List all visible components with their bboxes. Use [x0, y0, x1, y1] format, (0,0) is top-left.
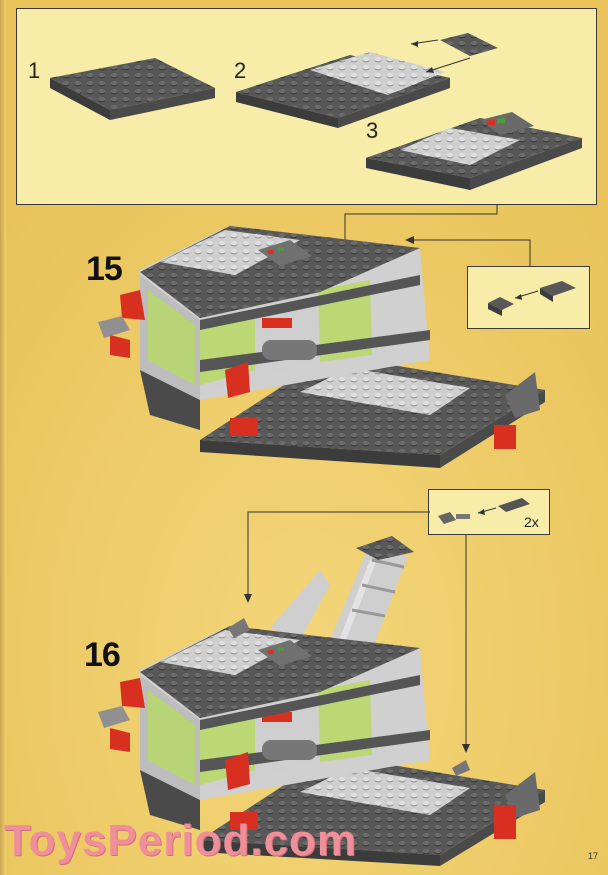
substep-number-2: 2: [234, 58, 247, 83]
page-binding-edge: [0, 0, 6, 875]
callout-box-step16: [428, 489, 550, 535]
step-number-15: 15: [86, 250, 123, 288]
callout16-parts: [244, 498, 530, 753]
substep-number-3: 3: [366, 118, 379, 143]
step-number-16: 16: [84, 636, 121, 674]
watermark: ToysPeriod.com: [4, 816, 358, 865]
step15-model: [98, 226, 545, 468]
substep-number-1: 1: [28, 58, 41, 83]
page-number: 17: [587, 851, 598, 861]
callout-quantity: 2x: [524, 514, 539, 530]
substep1-plate: [50, 58, 215, 120]
callout-box-step15: [467, 266, 590, 329]
callout15-parts: [405, 236, 576, 316]
substep3-plate: [366, 112, 582, 190]
panel-connector-line: [344, 205, 498, 242]
step16-model: [98, 536, 545, 866]
substep2-plate: [236, 33, 498, 128]
